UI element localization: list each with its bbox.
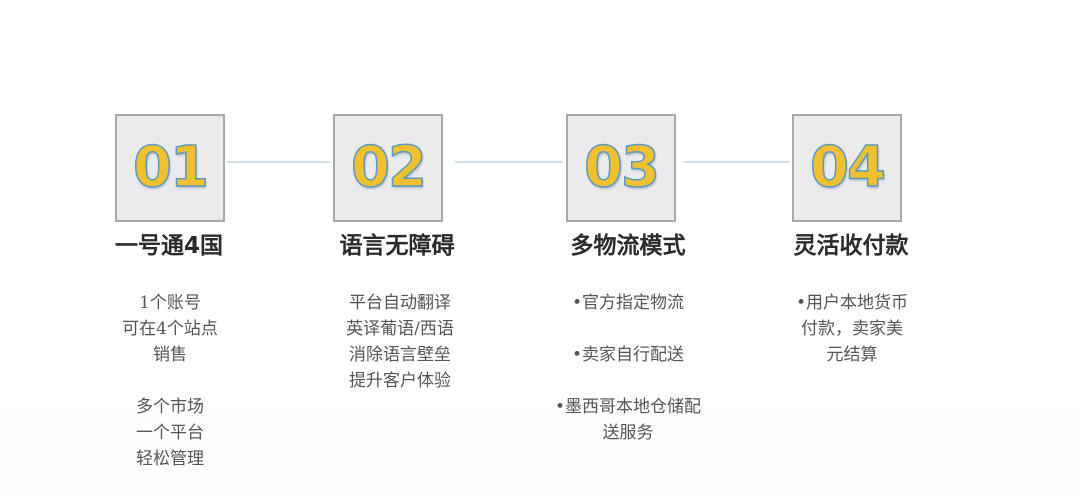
spacer — [528, 368, 728, 394]
step-3-number: 03 — [583, 135, 660, 200]
step-2-number-box: 02 — [333, 114, 443, 222]
step-1-number: 01 — [132, 135, 209, 200]
step-2-title: 语言无障碍 — [339, 233, 455, 259]
step-2-number: 02 — [350, 135, 427, 200]
step-4-desc-line: •用户本地货币 — [795, 293, 909, 313]
step-2-desc-line: 消除语言壁垒 — [349, 345, 451, 365]
step-1-description: 1个账号 可在4个站点 销售 多个市场 一个平台 轻松管理 — [100, 290, 240, 472]
step-4-desc-line: 元结算 — [826, 345, 878, 365]
step-1-desc-line: 一个平台 — [136, 423, 204, 443]
step-1-title: 一号通4国 — [114, 233, 223, 259]
step-3-desc-line: 送服务 — [602, 423, 654, 443]
step-2-desc-line: 英译葡语/西语 — [346, 319, 454, 339]
step-1-desc-line: 轻松管理 — [136, 449, 204, 469]
step-4-title: 灵活收付款 — [793, 233, 909, 259]
step-3-title: 多物流模式 — [570, 233, 686, 259]
step-1-desc-line: 1个账号 — [139, 293, 201, 313]
step-1-desc-line: 销售 — [153, 345, 187, 365]
step-1-number-box: 01 — [115, 114, 225, 222]
step-2-description: 平台自动翻译 英译葡语/西语 消除语言壁垒 提升客户体验 — [320, 290, 480, 394]
connector-line-3-4 — [684, 161, 789, 163]
step-3-number-box: 03 — [566, 114, 676, 222]
step-3-description: •官方指定物流 •卖家自行配送 •墨西哥本地仓储配 送服务 — [528, 290, 728, 446]
step-1-desc-line: 可在4个站点 — [122, 319, 218, 339]
step-4-number-box: 04 — [792, 114, 902, 222]
step-2-desc-line: 平台自动翻译 — [349, 293, 451, 313]
connector-line-2-3 — [455, 161, 563, 163]
step-4-number: 04 — [809, 135, 886, 200]
step-3-desc-line: •卖家自行配送 — [571, 345, 685, 365]
spacer — [528, 316, 728, 342]
step-4-description: •用户本地货币 付款，卖家美 元结算 — [772, 290, 932, 368]
step-3-desc-line: •官方指定物流 — [571, 293, 685, 313]
spacer — [100, 368, 240, 394]
step-4-desc-line: 付款，卖家美 — [801, 319, 903, 339]
step-1-desc-line: 多个市场 — [136, 397, 204, 417]
connector-line-1-2 — [227, 161, 330, 163]
step-2-desc-line: 提升客户体验 — [349, 371, 451, 391]
step-3-desc-line: •墨西哥本地仓储配 — [554, 397, 702, 417]
